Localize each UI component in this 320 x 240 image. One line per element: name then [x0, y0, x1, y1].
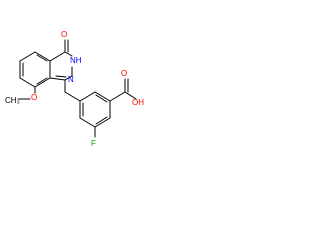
- structure-canvas: O NH N O CH₃ O OH F: [0, 0, 152, 152]
- ring-nh-label: NH: [70, 56, 82, 65]
- molecule-drawing: O NH N O CH₃ O OH F: [5, 30, 144, 148]
- benzo-ring: [19, 51, 51, 88]
- methoxy-group: [17, 86, 36, 100]
- methoxy-carbon-label: CH₃: [5, 96, 20, 105]
- acid-hydroxyl-label: OH: [132, 98, 144, 107]
- fluorine-label: F: [91, 139, 96, 148]
- methylene-bridge: [64, 79, 81, 102]
- benzoic-ring: [79, 91, 111, 128]
- acid-carbonyl-oxygen-label: O: [121, 69, 127, 78]
- methoxy-oxygen-label: O: [31, 93, 37, 102]
- diazinone-ring: [49, 39, 73, 81]
- ring-n-label: N: [68, 75, 74, 84]
- carboxylic-acid: [109, 78, 137, 102]
- carbonyl-oxygen-label: O: [61, 30, 67, 39]
